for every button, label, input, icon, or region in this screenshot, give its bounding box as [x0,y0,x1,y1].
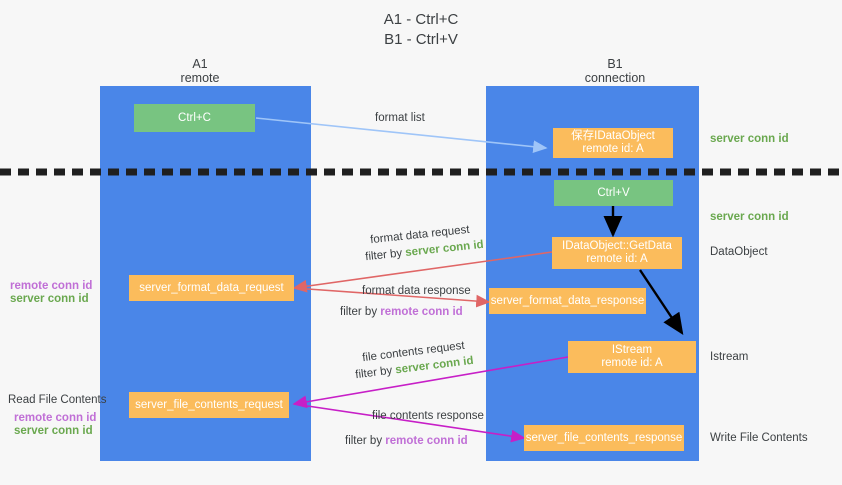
edge-label-format-data-response: format data response [362,285,471,297]
node-server-format-data-response-label: server_format_data_response [490,294,645,307]
right-label-istream: Istream [710,351,749,363]
node-save-idataobject-line1: 保存IDataObject [571,130,655,142]
filter-prefix-4: filter by [345,435,386,447]
node-server-format-data-response[interactable]: server_format_data_response [489,288,646,314]
title-line-1: A1 - Ctrl+C [383,11,459,28]
node-server-file-contents-response[interactable]: server_file_contents_response [524,425,684,451]
right-label-server-conn-top: server conn id [710,133,789,145]
node-istream-line2: remote id: A [601,357,663,369]
node-idataobject-getdata-line2: remote id: A [586,253,648,265]
node-server-format-data-request-label: server_format_data_request [139,281,284,294]
edge-label-format-list: format list [375,112,425,124]
left-label-remote-conn-upper: remote conn id [10,280,93,292]
node-server-format-data-request[interactable]: server_format_data_request [129,275,294,301]
node-server-file-contents-request[interactable]: server_file_contents_request [129,392,289,418]
edge-label-file-contents-response-filter: filter by remote conn id [345,434,468,448]
node-istream[interactable]: IStream remote id: A [568,341,696,373]
lane-b1-name: B1 [607,57,623,71]
filter-prefix-1: filter by [364,247,406,264]
node-save-idataobject-line2: remote id: A [582,143,644,155]
filter-key-remote-2: remote conn id [385,435,468,447]
filter-prefix-3: filter by [354,364,397,382]
node-ctrl-v[interactable]: Ctrl+V [554,180,673,206]
left-label-server-conn-upper: server conn id [10,293,89,305]
node-idataobject-getdata-line1: IDataObject::GetData [562,240,672,252]
left-label-server-conn-lower: server conn id [14,425,93,437]
left-label-remote-conn-lower: remote conn id [14,412,97,424]
node-istream-line1: IStream [611,344,653,356]
right-label-write-file-contents: Write File Contents [710,432,808,444]
node-server-file-contents-request-label: server_file_contents_request [135,398,283,411]
lane-header-a1: A1 remote [130,57,270,85]
lane-a1-name: A1 [192,57,208,71]
filter-prefix-2: filter by [340,306,381,318]
right-label-dataobject: DataObject [710,246,768,258]
lane-b1-sub: connection [584,71,646,85]
edge-label-format-data-response-filter: filter by remote conn id [340,305,463,319]
node-save-idataobject[interactable]: 保存IDataObject remote id: A [553,128,673,158]
filter-key-remote-1: remote conn id [380,306,463,318]
title-line-2: B1 - Ctrl+V [384,31,458,48]
node-server-file-contents-response-label: server_file_contents_response [525,431,683,444]
node-ctrl-v-label: Ctrl+V [597,186,630,199]
right-label-server-conn-mid: server conn id [710,211,789,223]
node-ctrl-c-label: Ctrl+C [178,111,211,124]
diagram-title: A1 - Ctrl+C B1 - Ctrl+V [0,10,842,50]
left-label-read-file-contents: Read File Contents [8,394,107,406]
lane-header-b1: B1 connection [545,57,685,85]
node-idataobject-getdata[interactable]: IDataObject::GetData remote id: A [552,237,682,269]
lane-a1-sub: remote [180,71,220,85]
node-ctrl-c[interactable]: Ctrl+C [134,104,255,132]
edge-label-file-contents-response: file contents response [372,410,484,422]
